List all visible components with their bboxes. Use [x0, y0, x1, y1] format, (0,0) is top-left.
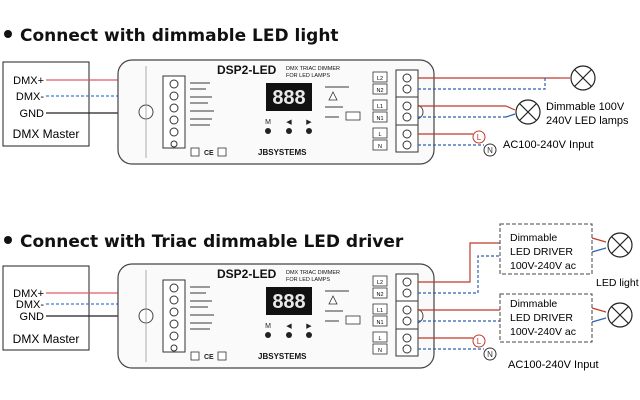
device-subtitle-2: FOR LED LAMPS — [286, 277, 330, 283]
terminal-l2-label: L2 — [377, 280, 383, 286]
gnd-label: GND — [20, 311, 45, 323]
terminal-l-label: L — [378, 132, 381, 138]
led-display — [266, 83, 312, 111]
svg-text:CE: CE — [204, 150, 214, 157]
right-button-label: ▶ — [306, 323, 312, 330]
dmx-minus-label: DMX- — [16, 299, 44, 311]
terminal-l1-label: L1 — [377, 104, 383, 110]
section-2-heading-text: Connect with Triac dimmable LED driver — [20, 232, 404, 252]
driver-2-line2: LED DRIVER — [510, 312, 573, 324]
section-2: DMX+ DMX- GND DMX Master — [2, 223, 639, 371]
left-button[interactable] — [286, 128, 292, 134]
neutral-mark-label: N — [487, 350, 493, 359]
terminal-n2-label: N2 — [376, 292, 383, 298]
section-1: DMX+ DMX- GND DMX Master — [2, 59, 629, 165]
line-mark-icon — [472, 334, 486, 348]
dmx-minus-label: DMX- — [16, 91, 44, 103]
terminal-n-label: N — [378, 348, 382, 354]
brand-label: JBSYSTEMS — [258, 352, 307, 361]
mode-button-label: M — [265, 323, 271, 330]
driver-1-line1: Dimmable — [510, 232, 557, 244]
left-button[interactable] — [286, 332, 292, 338]
section-1-heading: Connect with dimmable LED light — [4, 26, 339, 46]
input-label: AC100-240V Input — [508, 359, 599, 371]
dsp2-led-device: DSP2-LED DMX TRIAC DIMMER FOR LED LAMPS … — [117, 263, 435, 369]
terminal-n1-label: N1 — [376, 320, 383, 326]
neutral-mark-icon — [483, 143, 497, 157]
left-button-label: ◀ — [286, 119, 292, 126]
driver-2-line3: 100V-240V ac — [510, 326, 576, 338]
input-label: AC100-240V Input — [503, 139, 594, 151]
bullet-icon — [4, 236, 12, 244]
right-button-label: ▶ — [306, 119, 312, 126]
terminal-l-label: L — [378, 336, 381, 342]
terminal-l2-label: L2 — [377, 76, 383, 82]
terminal-n1-label: N1 — [376, 116, 383, 122]
device-subtitle-1: DMX TRIAC DIMMER — [286, 66, 340, 72]
driver-1-line2: LED DRIVER — [510, 246, 573, 258]
led-display — [266, 287, 312, 315]
mode-button[interactable] — [265, 128, 271, 134]
device-model-label: DSP2-LED — [217, 63, 277, 77]
lamp-icon — [607, 232, 633, 258]
dmx-master-box — [2, 61, 90, 147]
dmx-plus-label: DMX+ — [13, 75, 44, 87]
led-driver-box — [499, 223, 593, 275]
svg-text:CE: CE — [204, 354, 214, 361]
section-2-heading: Connect with Triac dimmable LED driver — [4, 232, 403, 252]
right-button[interactable] — [306, 332, 312, 338]
line-mark-label: L — [477, 133, 482, 142]
dsp2-led-device: DSP2-LED DMX TRIAC DIMMER FOR LED LAMPS … — [117, 59, 435, 165]
load-label-line2: 240V LED lamps — [546, 115, 629, 127]
line-mark-label: L — [477, 337, 482, 346]
led-driver-box — [499, 293, 593, 343]
dmx-master-box — [2, 265, 90, 351]
terminal-n2-label: N2 — [376, 88, 383, 94]
lamp-icon — [570, 65, 596, 91]
mode-button[interactable] — [265, 332, 271, 338]
line-mark-icon — [472, 130, 486, 144]
load-label: LED light — [596, 277, 639, 289]
neutral-mark-icon — [483, 347, 497, 361]
driver-2-line1: Dimmable — [510, 298, 557, 310]
section-1-heading-text: Connect with dimmable LED light — [20, 26, 339, 46]
left-button-label: ◀ — [286, 323, 292, 330]
lamp-icon — [515, 99, 541, 125]
lamp-icon — [607, 302, 633, 328]
terminal-n-label: N — [378, 144, 382, 150]
gnd-label: GND — [20, 108, 45, 120]
brand-label: JBSYSTEMS — [258, 148, 307, 157]
driver-1-line3: 100V-240V ac — [510, 260, 576, 272]
output-n2-wire — [418, 78, 546, 90]
mode-button-label: M — [265, 119, 271, 126]
display-digits: 888 — [272, 291, 305, 313]
right-button[interactable] — [306, 128, 312, 134]
display-digits: 888 — [272, 87, 305, 109]
output-l2-wire — [418, 242, 500, 283]
dmx-plus-label: DMX+ — [13, 288, 44, 300]
dmx-master-label: DMX Master — [13, 332, 80, 346]
neutral-mark-label: N — [487, 146, 493, 155]
bullet-icon — [4, 30, 12, 38]
device-subtitle-1: DMX TRIAC DIMMER — [286, 270, 340, 276]
terminal-l1-label: L1 — [377, 308, 383, 314]
device-subtitle-2: FOR LED LAMPS — [286, 73, 330, 79]
device-model-label: DSP2-LED — [217, 267, 277, 281]
load-label-line1: Dimmable 100V — [546, 101, 625, 113]
dmx-master-label: DMX Master — [13, 127, 80, 141]
output-n2-wire — [418, 255, 500, 294]
